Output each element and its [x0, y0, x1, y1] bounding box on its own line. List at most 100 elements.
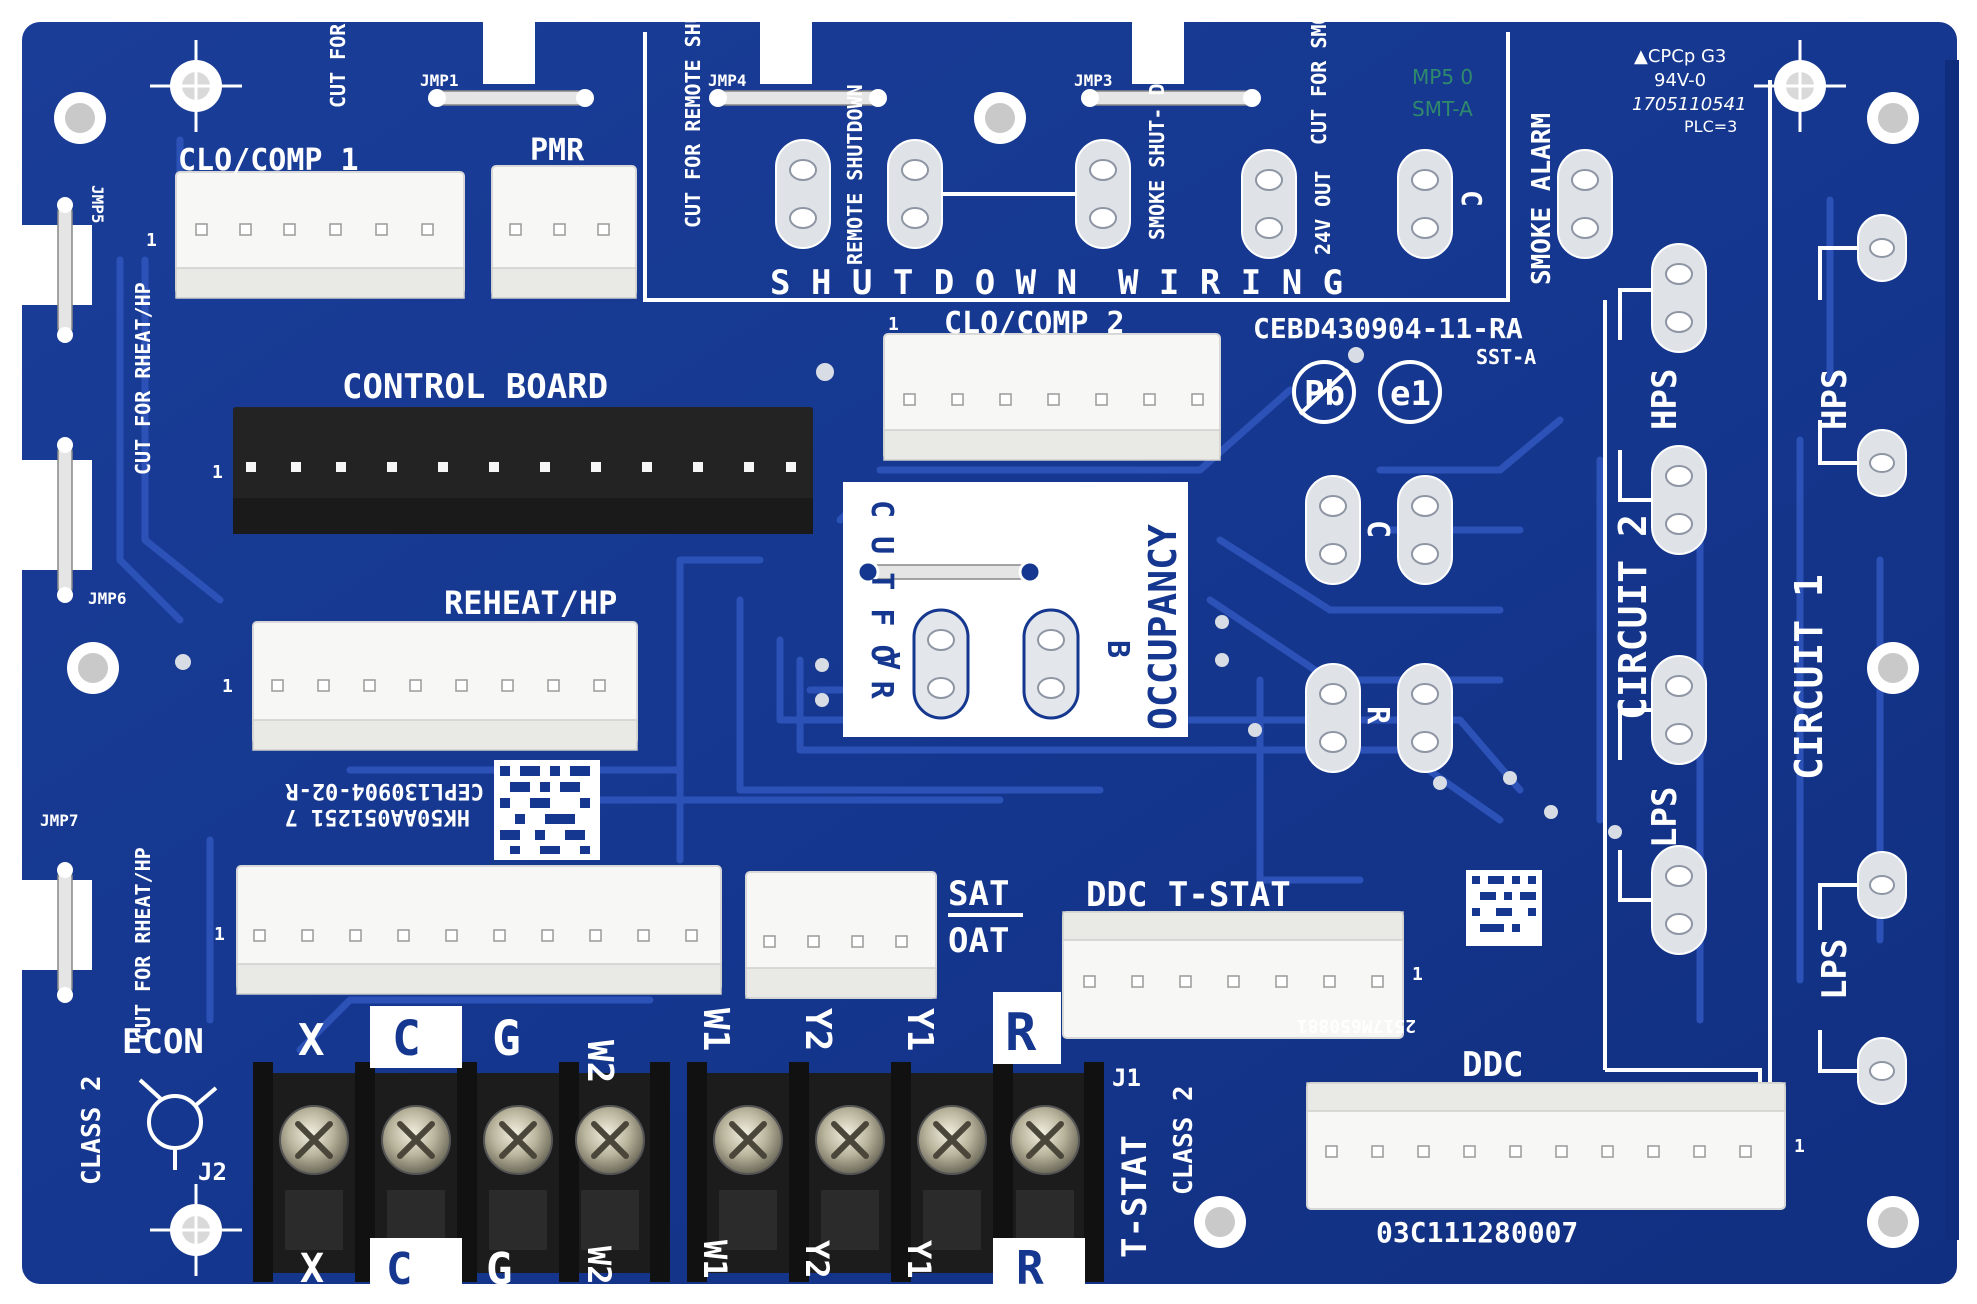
label-jmp1: JMP1 [420, 71, 459, 90]
clo-comp-1-connector[interactable] [175, 171, 465, 299]
label-pin1-econ: 1 [214, 924, 225, 945]
label-pin1-clo2: 1 [888, 314, 899, 335]
ddc-tstat-connector[interactable] [1062, 911, 1404, 1039]
label-pin1-control: 1 [212, 462, 223, 483]
e1-logo-text: e1 [1390, 374, 1431, 414]
label-sat: SAT [948, 874, 1009, 914]
label-pin1-ddc: 1 [1794, 1136, 1805, 1157]
label-clo-comp-2: CLO/COMP 2 [944, 306, 1125, 341]
label-ddc-tstat: DDC T-STAT [1086, 875, 1291, 915]
datamatrix-code-1 [494, 760, 600, 860]
econ-connector[interactable] [236, 865, 722, 995]
label-terminal-w2-top: W2 [579, 1040, 620, 1083]
label-smoke-shutdown: SMOKE SHUT- DOWN [1145, 47, 1169, 240]
label-lps-circuit-1: LPS [1815, 939, 1855, 1000]
label-part-sub: SST-A [1476, 345, 1536, 369]
label-pad-b: B [1100, 640, 1135, 658]
label-terminal-w1-bottom: W1 [696, 1240, 734, 1279]
label-jmp7: JMP7 [40, 811, 79, 830]
label-pin1-clo1: 1 [146, 230, 157, 251]
svg-text:C: C [386, 1244, 413, 1295]
label-class-2-left: CLASS 2 [77, 1075, 107, 1185]
reheat-hp-connector[interactable] [252, 621, 638, 751]
clo-comp-2-connector[interactable] [883, 333, 1221, 461]
label-cut-for-r: C U T F O R [864, 500, 899, 700]
label-part-number: CEBD430904-11-RA [1253, 312, 1523, 345]
control-board-header[interactable] [233, 407, 813, 534]
label-small-code: 2517M650881 [1297, 1015, 1416, 1036]
label-clo-comp-1: CLO/COMP 1 [178, 143, 359, 178]
label-j2: J2 [198, 1158, 227, 1186]
label-smoke-alarm: SMOKE ALARM [1527, 113, 1557, 285]
label-class-2-right: CLASS 2 [1169, 1085, 1199, 1195]
label-circuit-1: CIRCUIT 1 [1787, 574, 1831, 780]
label-remote-shutdown: REMOTE SHUTDOWN [843, 84, 867, 265]
label-cert-2: 94V-0 [1654, 70, 1706, 91]
label-jmp5: JMP5 [88, 185, 107, 224]
label-lps-circuit-2: LPS [1645, 787, 1685, 848]
terminal-labels-top: X C G R [298, 1003, 1037, 1067]
label-cert-1: ▲CPCp G3 [1634, 46, 1726, 67]
label-oat: OAT [948, 921, 1009, 961]
datamatrix-code-2 [1466, 870, 1542, 946]
ddc-connector[interactable] [1306, 1082, 1786, 1210]
label-shutdown-wiring: S H U T D O W N W I R I N G [770, 263, 1343, 303]
pmr-connector[interactable] [491, 165, 637, 299]
label-occupancy: OCCUPANCY [1141, 524, 1185, 730]
label-reheat-hp: REHEAT/HP [444, 584, 617, 622]
label-terminal-y1-top: Y1 [899, 1008, 940, 1051]
svg-text:C: C [392, 1011, 421, 1067]
label-cut-remote-shutdown: CUT FOR REMOTE SHUTDOWN [681, 0, 705, 228]
pb-logo-text: Pb [1304, 374, 1345, 414]
label-pmr: PMR [530, 133, 585, 168]
label-terminal-w1-top: W1 [695, 1008, 736, 1051]
label-terminal-y2-bottom: Y2 [798, 1240, 836, 1279]
label-cert-3: 1705110541 [1632, 94, 1747, 115]
label-circuit-2: CIRCUIT 2 [1611, 514, 1655, 720]
label-econ: ECON [122, 1022, 204, 1062]
occupancy-block [843, 482, 1188, 737]
label-pad-a: A [873, 652, 908, 670]
label-pad-c: C [1360, 520, 1395, 538]
label-hps-circuit-1: HPS [1815, 369, 1855, 430]
wire-jumpers[interactable] [57, 89, 1261, 1003]
svg-text:X: X [300, 1246, 324, 1292]
copper-traces [116, 136, 1884, 1054]
label-smt-top: MP5 0 [1412, 65, 1473, 89]
label-cut-rheat-hp-1: CUT FOR RHEAT/HP [131, 282, 155, 475]
svg-text:G: G [486, 1244, 513, 1295]
label-t-stat: T-STAT [1115, 1135, 1155, 1258]
label-jmp4: JMP4 [708, 71, 747, 90]
label-bottom-serial: 03C111280007 [1376, 1216, 1578, 1249]
ground-symbol [138, 1078, 218, 1170]
sat-oat-connector[interactable] [745, 871, 937, 999]
terminal-labels-bottom: X C G R [300, 1241, 1044, 1295]
label-cert-4: PLC=3 [1684, 117, 1737, 136]
label-jmp6: JMP6 [88, 589, 127, 608]
svg-text:R: R [1005, 1003, 1037, 1063]
label-pad-c-shutdown: C [1455, 190, 1488, 207]
label-pin1-tstat: 1 [1412, 964, 1423, 985]
svg-text:X: X [298, 1015, 325, 1066]
label-j1: J1 [1112, 1064, 1141, 1092]
label-jmp3: JMP3 [1074, 71, 1113, 90]
label-terminal-w2-bottom: W2 [580, 1246, 618, 1285]
label-smt-bottom: SMT-A [1412, 97, 1473, 121]
label-ddc: DDC [1462, 1045, 1523, 1085]
label-terminal-y1-bottom: Y1 [900, 1240, 938, 1279]
label-cut-smoke-detector: CUT FOR SMOKE DETECTOR [1307, 0, 1331, 145]
label-cut-for-pmr: CUT FOR PMR [326, 0, 350, 108]
label-pad-r: R [1360, 706, 1395, 725]
label-lot-code: HK50AA051251 7 [285, 804, 470, 829]
label-24v-out: 24V OUT [1311, 171, 1335, 255]
svg-text:R: R [1016, 1241, 1044, 1295]
label-cut-rheat-hp-2: CUT FOR RHEAT/HP [131, 847, 155, 1040]
label-pin1-reheat: 1 [222, 676, 233, 697]
label-pcb-code: CEPL130904-02-R [285, 778, 484, 803]
label-control-board: CONTROL BOARD [342, 367, 608, 407]
label-hps-circuit-2: HPS [1645, 369, 1685, 430]
rohs-logos [1292, 360, 1442, 424]
svg-text:G: G [492, 1011, 521, 1067]
label-terminal-y2-top: Y2 [797, 1008, 838, 1051]
